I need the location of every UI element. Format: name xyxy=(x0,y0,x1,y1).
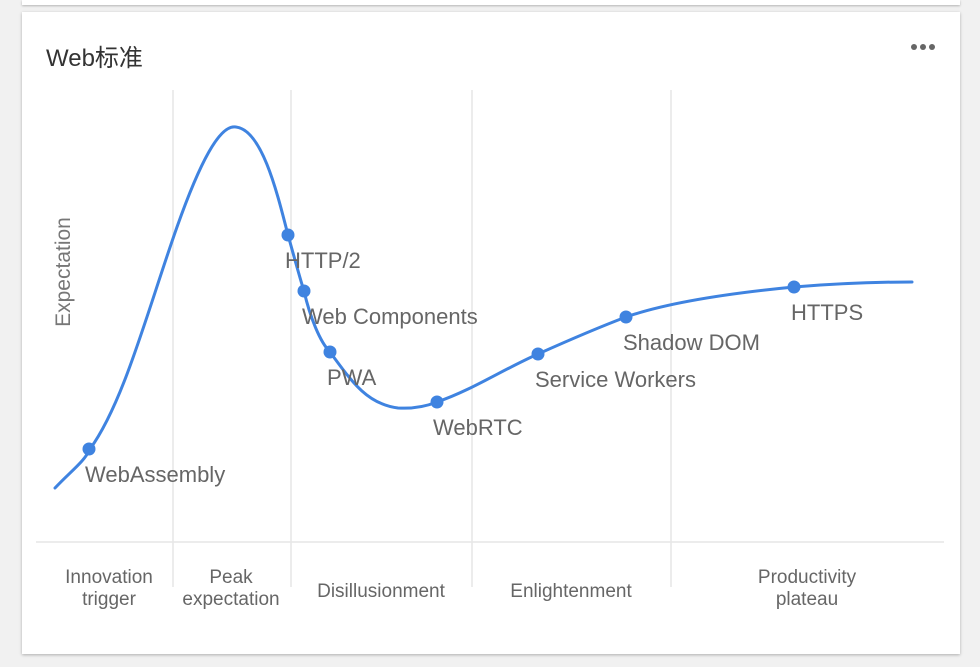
data-point xyxy=(531,347,545,361)
data-point xyxy=(430,395,444,409)
data-point-label: HTTPS xyxy=(791,300,863,325)
phase-label: Innovation xyxy=(65,567,153,588)
data-point xyxy=(323,345,337,359)
data-point xyxy=(619,310,633,324)
previous-card-edge xyxy=(22,0,960,5)
data-point-label: Web Components xyxy=(302,304,478,329)
phase-label: Peak xyxy=(209,567,253,588)
data-point xyxy=(787,280,801,294)
phase-label: expectation xyxy=(182,589,279,610)
phase-label: trigger xyxy=(82,589,137,610)
chart-grid xyxy=(36,90,944,587)
data-point xyxy=(82,442,96,456)
data-point-label: HTTP/2 xyxy=(285,248,361,273)
data-point xyxy=(281,228,295,242)
data-point-label: Service Workers xyxy=(535,367,696,392)
data-point-label: Shadow DOM xyxy=(623,330,760,355)
more-dot xyxy=(920,44,926,50)
card-title: Web标准 xyxy=(46,45,143,72)
phase-label: Productivity xyxy=(758,567,857,588)
phase-label: plateau xyxy=(776,589,838,610)
data-point xyxy=(297,284,311,298)
data-point-label: PWA xyxy=(327,365,377,390)
data-point-label: WebAssembly xyxy=(85,462,225,487)
more-dot xyxy=(911,44,917,50)
y-axis-label: Expectation xyxy=(52,217,75,327)
phase-label: Enlightenment xyxy=(510,581,632,602)
more-dot xyxy=(929,44,935,50)
more-options-icon[interactable] xyxy=(906,38,940,56)
phase-label: Disillusionment xyxy=(317,581,445,602)
data-point-label: WebRTC xyxy=(433,415,523,440)
